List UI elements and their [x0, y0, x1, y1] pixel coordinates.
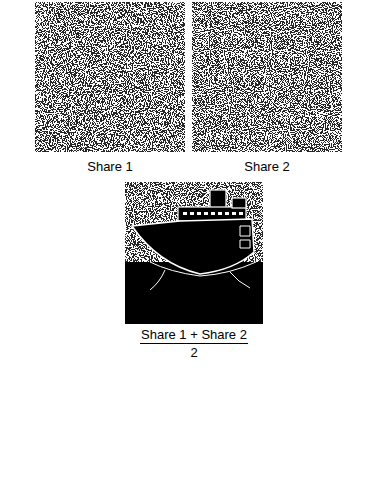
fraction-denominator: 2 — [190, 345, 197, 360]
fraction-numerator: Share 1 + Share 2 — [140, 327, 248, 344]
share-image — [35, 2, 185, 152]
ship-image — [125, 182, 263, 324]
share-image — [192, 2, 342, 152]
share-label: Share 1 — [87, 159, 133, 174]
share-label: Share 2 — [244, 159, 290, 174]
